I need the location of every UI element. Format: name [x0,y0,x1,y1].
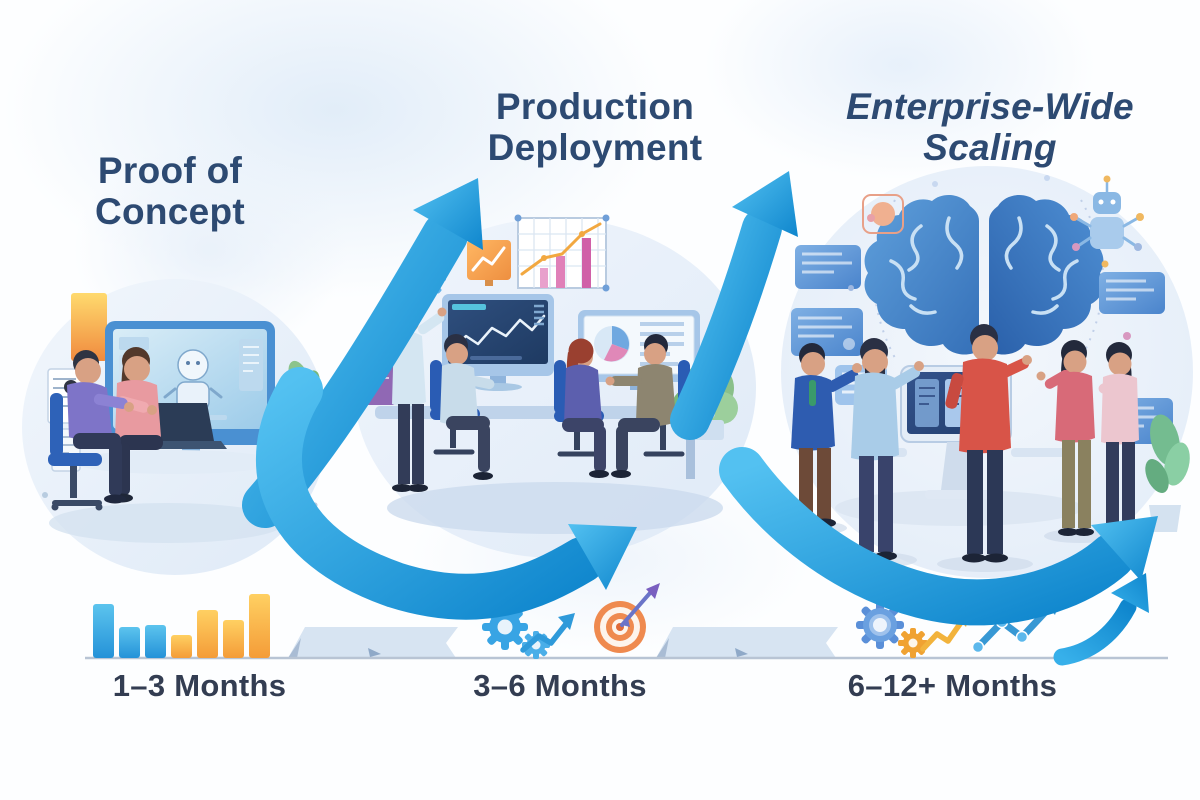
orange-screen-icon [467,240,511,286]
gear-icon [406,258,446,298]
duration-label-enterprise-wide-scaling: 6–12+ Months [847,668,1058,703]
ground-shadow [49,503,285,543]
band-fold [288,638,301,658]
whiteboard-chart-icon [514,214,610,292]
growth-line-icon [971,595,1062,654]
gears-growth-icon [482,604,575,659]
duration-label-production-deployment: 3–6 Months [473,668,647,703]
phase-title-enterprise-wide-scaling: Enterprise-Wide Scaling [812,86,1168,169]
orange-gear-icon [898,628,928,658]
table [73,450,277,474]
phase-title-line: Production [495,86,695,127]
duration-label-proof-of-concept: 1–3 Months [112,668,287,703]
phase-title-production-deployment: Production Deployment [450,86,740,169]
scene-production-deployment [354,214,756,558]
office-chair [48,393,103,511]
ring-gear-icon [856,601,904,649]
phase-title-line: Deployment [487,127,703,169]
plant-icon [1145,414,1190,532]
phase-title-line: Proof of [97,150,243,191]
phase-title-line: Scaling [923,127,1057,169]
speck [312,502,318,508]
yellow-zigzag-arrow-icon [920,610,971,652]
phase-title-line: Enterprise-Wide [846,86,1134,127]
big-growth-arrow-icon [1053,573,1149,666]
phase-title-line: Concept [94,191,246,233]
scene-proof-of-concept [22,279,328,575]
desk-leg [686,419,695,479]
phase-band [656,627,838,658]
phase-title-proof-of-concept: Proof of Concept [50,150,290,233]
brain-icon [864,194,1104,355]
target-arrow-icon [594,583,660,653]
bar-chart-icon [93,594,270,658]
scene-enterprise-wide-scaling [779,166,1193,578]
speck [42,492,48,498]
timeline-layer [85,573,1168,666]
ground-shadow [387,482,723,534]
